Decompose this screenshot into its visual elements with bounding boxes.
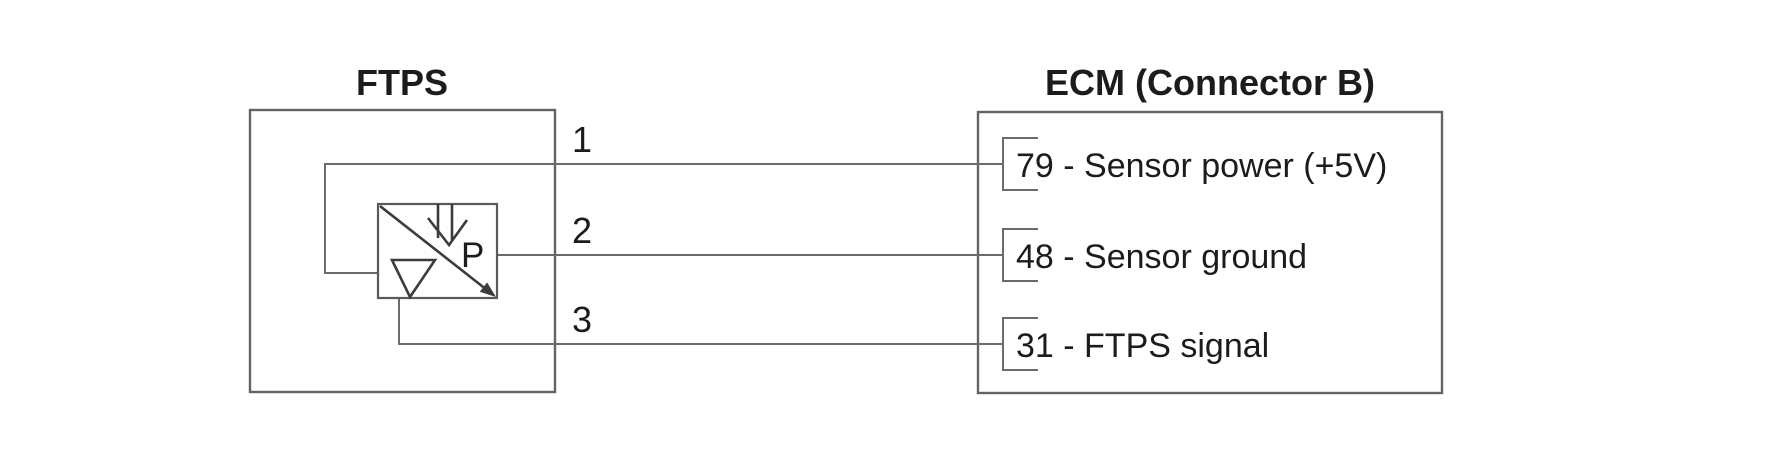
- wire-3-ftps-signal: [398, 297, 1003, 345]
- pin-48-label: 48 - Sensor ground: [1016, 238, 1307, 276]
- sensor-pressure-label: P: [461, 236, 484, 275]
- wire-3-number: 3: [572, 299, 592, 340]
- ftps-box-title: FTPS: [356, 62, 448, 103]
- sensor-diagonal-line: [379, 204, 488, 292]
- ecm-component-box: [976, 110, 1444, 395]
- pin-79-bracket: [1002, 137, 1038, 191]
- ftps-component-box: [248, 108, 557, 394]
- pressure-arrow-head: [426, 217, 469, 248]
- pin-31-bracket: [1002, 317, 1038, 371]
- pressure-arrow-icon: [426, 204, 469, 248]
- pin-79-label: 79 - Sensor power (+5V): [1016, 147, 1387, 185]
- sensor-diagonal-arrowhead-icon: [479, 282, 496, 297]
- pin-31-label: 31 - FTPS signal: [1016, 327, 1269, 365]
- wire-1-sensor-power: [324, 163, 1003, 274]
- pin-48-bracket: [1002, 228, 1038, 282]
- ecm-box-title: ECM (Connector B): [1045, 62, 1375, 103]
- sensor-triangle-icon: [389, 258, 438, 300]
- wire-1-number: 1: [572, 119, 592, 160]
- wire-2-number: 2: [572, 210, 592, 251]
- pressure-sensor-symbol: P: [376, 202, 499, 300]
